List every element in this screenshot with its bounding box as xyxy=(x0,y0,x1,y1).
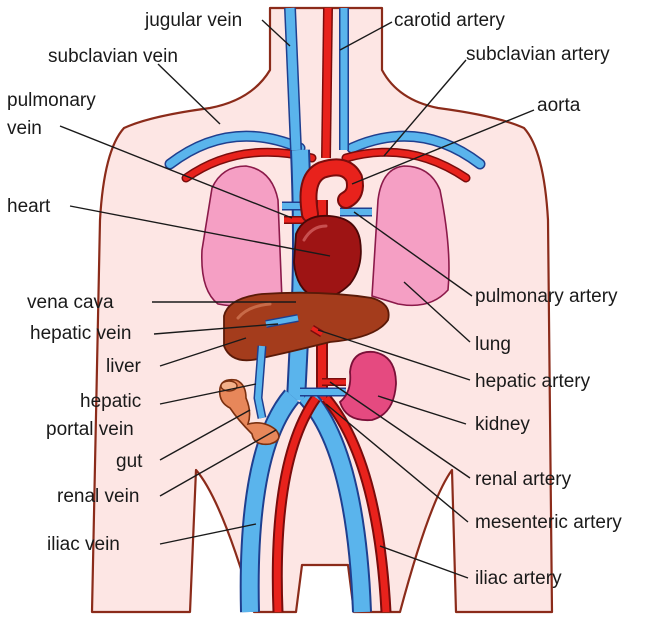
label-subclavian-artery: subclavian artery xyxy=(466,44,610,65)
label-mesenteric-artery: mesenteric artery xyxy=(475,512,622,533)
label-lung: lung xyxy=(475,334,511,355)
hepatic-portal-vein-vessel-fill xyxy=(258,346,262,418)
label-pulmonary-vein-1: pulmonary xyxy=(7,90,96,111)
label-pulmonary-artery: pulmonary artery xyxy=(475,286,618,307)
label-hepatic-artery: hepatic artery xyxy=(475,371,591,392)
label-liver: liver xyxy=(106,356,142,377)
label-pulmonary-vein-2: vein xyxy=(7,118,42,139)
label-heart: heart xyxy=(7,196,51,217)
label-iliac-artery: iliac artery xyxy=(475,568,562,589)
label-subclavian-vein: subclavian vein xyxy=(48,46,178,67)
label-carotid-artery: carotid artery xyxy=(394,10,505,31)
label-kidney: kidney xyxy=(475,414,530,435)
label-renal-vein: renal vein xyxy=(57,486,139,507)
label-hepatic-vein: hepatic vein xyxy=(30,323,131,344)
label-hepatic-portal-vein-1: hepatic xyxy=(80,391,141,412)
label-hepatic-portal-vein-2: portal vein xyxy=(46,419,134,440)
right-lung xyxy=(372,166,449,305)
label-gut: gut xyxy=(116,451,143,472)
label-jugular-vein: jugular vein xyxy=(144,10,242,31)
label-vena-cava: vena cava xyxy=(27,292,114,313)
jugular-vein-fill xyxy=(290,8,296,150)
label-renal-artery: renal artery xyxy=(475,469,572,490)
carotid-artery-fill xyxy=(326,8,328,158)
label-aorta: aorta xyxy=(537,95,581,116)
label-iliac-vein: iliac vein xyxy=(47,534,120,555)
